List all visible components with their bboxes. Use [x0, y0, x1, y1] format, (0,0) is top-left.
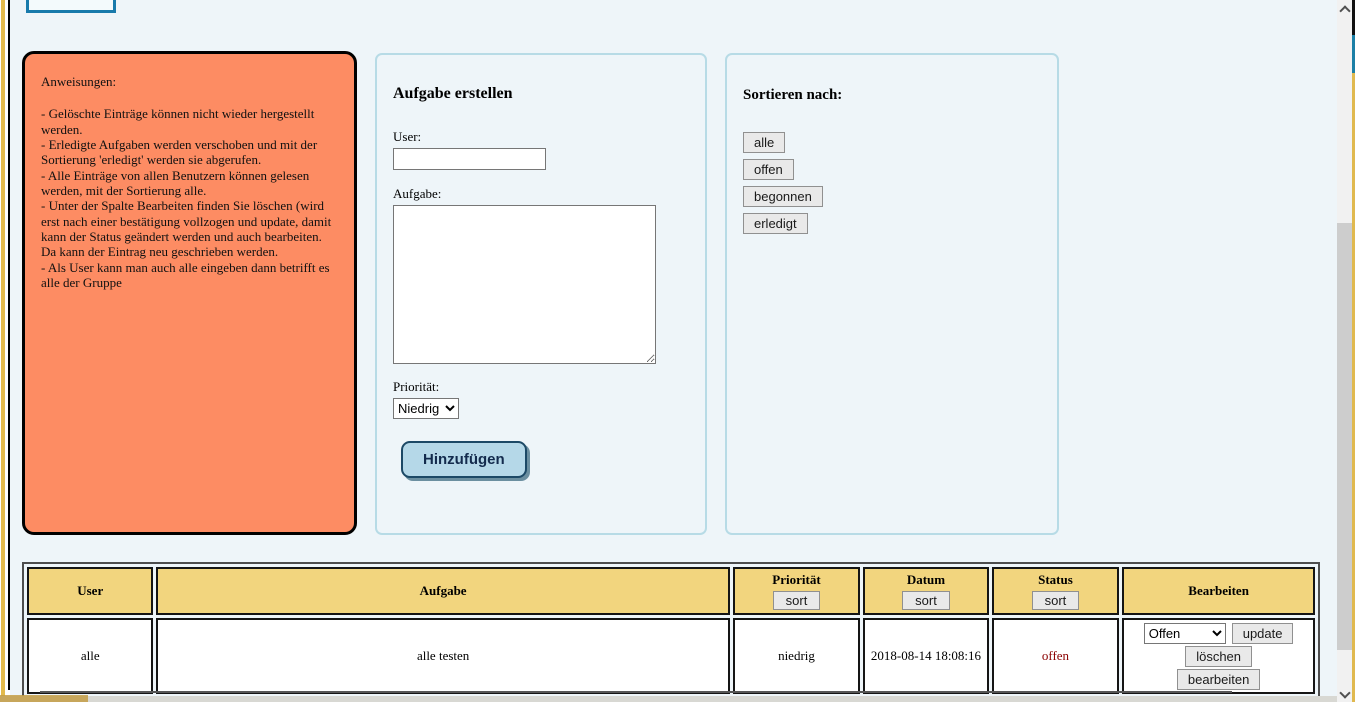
- sort-datum-button[interactable]: sort: [902, 591, 950, 610]
- row-status-select[interactable]: Offen: [1143, 622, 1226, 644]
- instruction-line: - Erledigte Aufgaben werden verschoben u…: [41, 136, 318, 168]
- header-status: Status sort: [991, 567, 1120, 615]
- row-delete-button[interactable]: löschen: [1185, 645, 1253, 667]
- vertical-scrollbar[interactable]: [1337, 0, 1352, 702]
- tasks-table: User Aufgabe Priorität sort Datum sort: [22, 562, 1320, 699]
- header-prioritaet: Priorität sort: [732, 567, 861, 615]
- header-user: User: [27, 567, 154, 615]
- right-edge-teal: [1352, 35, 1355, 73]
- header-datum-label: Datum: [906, 572, 946, 587]
- user-label: User:: [393, 129, 422, 144]
- cell-aufgabe: alle testen: [156, 618, 730, 694]
- header-prioritaet-label: Priorität: [772, 572, 821, 587]
- window-bottom-edge: [0, 696, 1337, 702]
- left-gold-border: [1, 0, 5, 702]
- instruction-line: - Gelöschte Einträge können nicht wieder…: [41, 106, 315, 137]
- sort-heading: Sortieren nach:: [743, 87, 843, 103]
- right-edge-gold: [1352, 73, 1355, 702]
- chevron-up-icon: [1339, 5, 1351, 17]
- right-edge-strip: [1352, 0, 1355, 702]
- sort-prioritaet-button[interactable]: sort: [772, 591, 821, 610]
- window-bottom-gold: [0, 695, 88, 702]
- instructions-panel: Anweisungen: - Gelöschte Einträge können…: [22, 51, 357, 535]
- status-value: offen: [1041, 648, 1070, 663]
- scrollbar-thumb[interactable]: [1337, 223, 1352, 650]
- cell-status: offen: [991, 618, 1120, 694]
- sort-status-button[interactable]: sort: [1031, 591, 1080, 610]
- bottom-divider: [40, 691, 1232, 693]
- row-update-button[interactable]: update: [1231, 622, 1294, 644]
- add-task-button[interactable]: Hinzufügen: [401, 441, 527, 478]
- header-datum: Datum sort: [863, 567, 989, 615]
- instruction-line: - Alle Einträge von allen Benutzern könn…: [41, 167, 310, 198]
- instruction-line: - Unter der Spalte Bearbeiten finden Sie…: [41, 198, 332, 260]
- cell-user: alle: [27, 618, 154, 694]
- priority-select[interactable]: Niedrig: [393, 398, 459, 419]
- sort-filter-alle-button[interactable]: alle: [743, 132, 786, 153]
- table-header-row: User Aufgabe Priorität sort Datum sort: [27, 567, 1315, 615]
- right-edge-black: [1352, 0, 1355, 35]
- page-content: Anweisungen: - Gelöschte Einträge können…: [10, 0, 1337, 702]
- sort-panel: Sortieren nach: alle offen begonnen erle…: [725, 53, 1059, 535]
- instructions-title: Anweisungen:: [41, 74, 117, 89]
- chevron-down-icon: [1339, 687, 1351, 699]
- container-left-border: [8, 0, 10, 690]
- sort-filter-erledigt-button[interactable]: erledigt: [743, 213, 808, 234]
- scrollbar-down-button[interactable]: [1337, 685, 1352, 702]
- task-label: Aufgabe:: [393, 186, 442, 201]
- row-edit-button[interactable]: bearbeiten: [1176, 668, 1261, 690]
- sort-filter-begonnen-button[interactable]: begonnen: [743, 186, 823, 207]
- cell-datum: 2018-08-14 18:08:16: [863, 618, 989, 694]
- priority-label: Priorität:: [393, 379, 440, 394]
- header-status-label: Status: [1038, 572, 1073, 587]
- table-row: alle alle testen niedrig 2018-08-14 18:0…: [27, 618, 1315, 694]
- cell-prioritaet: niedrig: [732, 618, 861, 694]
- create-task-heading: Aufgabe erstellen: [393, 85, 513, 102]
- sort-filter-offen-button[interactable]: offen: [743, 159, 794, 180]
- instruction-line: - Als User kann man auch alle eingeben d…: [41, 259, 330, 290]
- create-task-panel: Aufgabe erstellen User: Aufgabe: Priorit…: [375, 53, 707, 535]
- user-input[interactable]: [393, 148, 546, 170]
- header-bearbeiten: Bearbeiten: [1122, 567, 1315, 615]
- top-partial-button[interactable]: [26, 0, 116, 13]
- header-aufgabe: Aufgabe: [156, 567, 730, 615]
- scrollbar-up-button[interactable]: [1337, 0, 1352, 17]
- cell-bearbeiten: Offen update löschen bearbeiten: [1122, 618, 1315, 694]
- task-textarea[interactable]: [393, 205, 656, 364]
